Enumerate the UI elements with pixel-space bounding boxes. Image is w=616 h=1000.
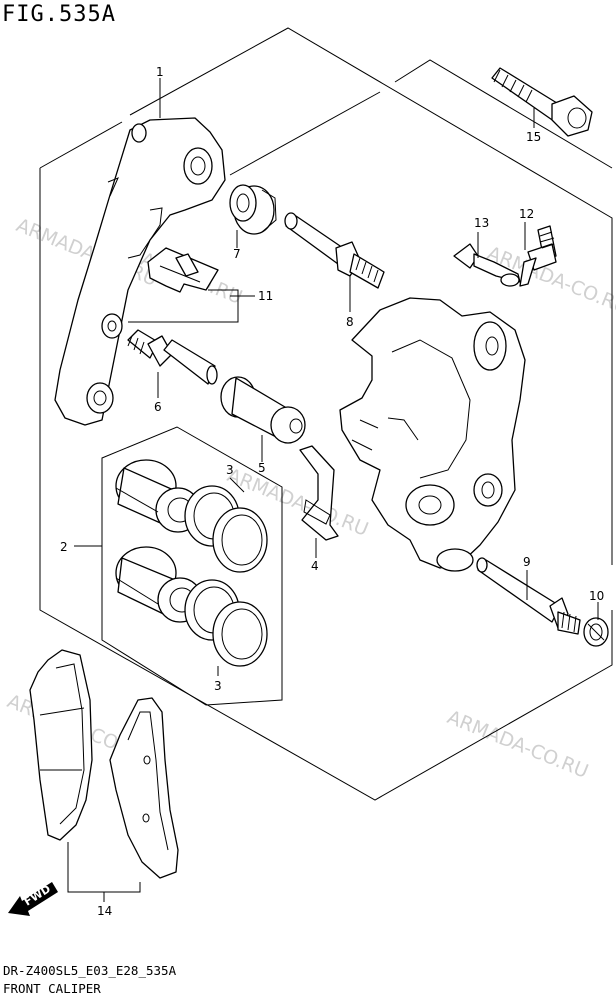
section-name: FRONT CALIPER xyxy=(3,981,101,996)
caliper-bracket xyxy=(54,117,226,426)
pad-spring-4 xyxy=(299,445,339,541)
callout-8: 8 xyxy=(346,315,354,329)
assembly-frame xyxy=(229,91,381,176)
callout-3-lower: 3 xyxy=(214,679,222,693)
boot-5 xyxy=(220,376,306,444)
callout-7: 7 xyxy=(233,247,241,261)
bolt-15 xyxy=(491,67,593,137)
callout-12: 12 xyxy=(519,207,534,221)
boot-7 xyxy=(229,184,277,235)
model-code: DR-Z400SL5_E03_E28_535A xyxy=(3,963,177,978)
piston-lower xyxy=(115,546,203,623)
figure-title: FIG.535A xyxy=(2,2,116,27)
watermark: ARMADA-CO.RU xyxy=(444,706,591,783)
callout-labels: 1 2 3 3 4 5 6 7 8 9 10 11 12 13 14 15 xyxy=(60,65,604,918)
assembly-frame xyxy=(394,59,613,169)
piston-group-box xyxy=(101,426,283,706)
callout-15: 15 xyxy=(526,130,541,144)
callout-1: 1 xyxy=(156,65,164,79)
pin-6 xyxy=(127,329,218,385)
callout-13: 13 xyxy=(474,216,489,230)
assembly-frame xyxy=(39,121,123,169)
brake-pad-front xyxy=(29,649,93,841)
seal-upper-outer xyxy=(212,507,268,573)
cap-13 xyxy=(453,243,521,287)
callout-6: 6 xyxy=(154,400,162,414)
seal-lower-outer xyxy=(212,601,268,667)
callout-11: 11 xyxy=(258,289,273,303)
leader-lines xyxy=(67,78,599,902)
clip-11 xyxy=(147,247,219,293)
callout-3-upper: 3 xyxy=(226,463,234,477)
callout-2: 2 xyxy=(60,540,68,554)
assembly-frame xyxy=(129,27,613,565)
brake-pad-rear xyxy=(109,697,179,879)
callout-9: 9 xyxy=(523,555,531,569)
callout-10: 10 xyxy=(589,589,604,603)
bleeder-valve-12 xyxy=(519,225,557,287)
callout-4: 4 xyxy=(311,559,319,573)
callout-5: 5 xyxy=(258,461,266,475)
callout-14: 14 xyxy=(97,904,112,918)
slide-pin-9 xyxy=(476,557,581,635)
cap-10 xyxy=(583,617,609,647)
assembly-frame xyxy=(39,168,613,801)
slide-pin-8 xyxy=(284,212,385,289)
fwd-direction-arrow: FWD xyxy=(8,882,58,916)
caliper-body xyxy=(339,297,526,572)
